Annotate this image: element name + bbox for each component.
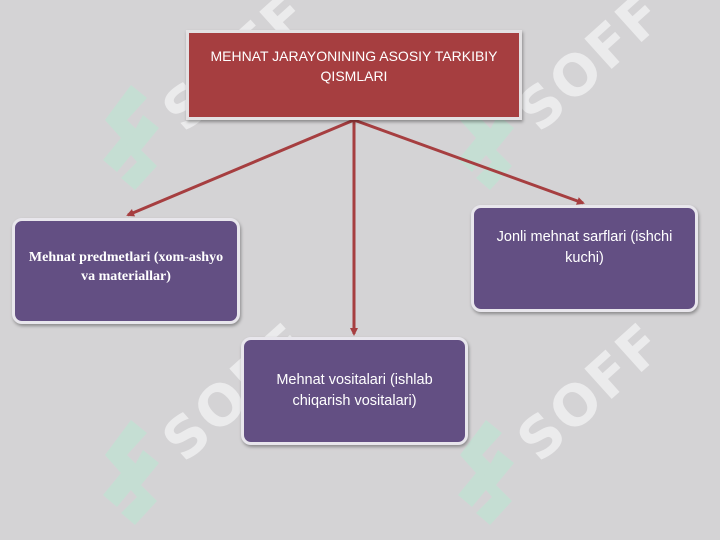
node-label: Jonli mehnat sarflari (ishchi kuchi): [496, 228, 673, 266]
arrow-to-left-node: [126, 118, 355, 217]
arrow-to-right-node: [353, 118, 585, 205]
diagram-title: MEHNAT JARAYONINING ASOSIY TARKIBIY QISM…: [210, 48, 498, 84]
node-label: Mehnat predmetlari (xom-ashyo va materia…: [28, 250, 224, 284]
node-jonli-mehnat-sarflari: Jonli mehnat sarflari (ishchi kuchi): [471, 205, 698, 312]
node-mehnat-vositalari: Mehnat vositalari (ishlab chiqarish vosi…: [241, 337, 468, 445]
diagram-title-box: MEHNAT JARAYONINING ASOSIY TARKIBIY QISM…: [186, 30, 522, 120]
node-mehnat-predmetlari: Mehnat predmetlari (xom-ashyo va materia…: [12, 218, 240, 324]
node-label: Mehnat vositalari (ishlab chiqarish vosi…: [276, 372, 433, 409]
